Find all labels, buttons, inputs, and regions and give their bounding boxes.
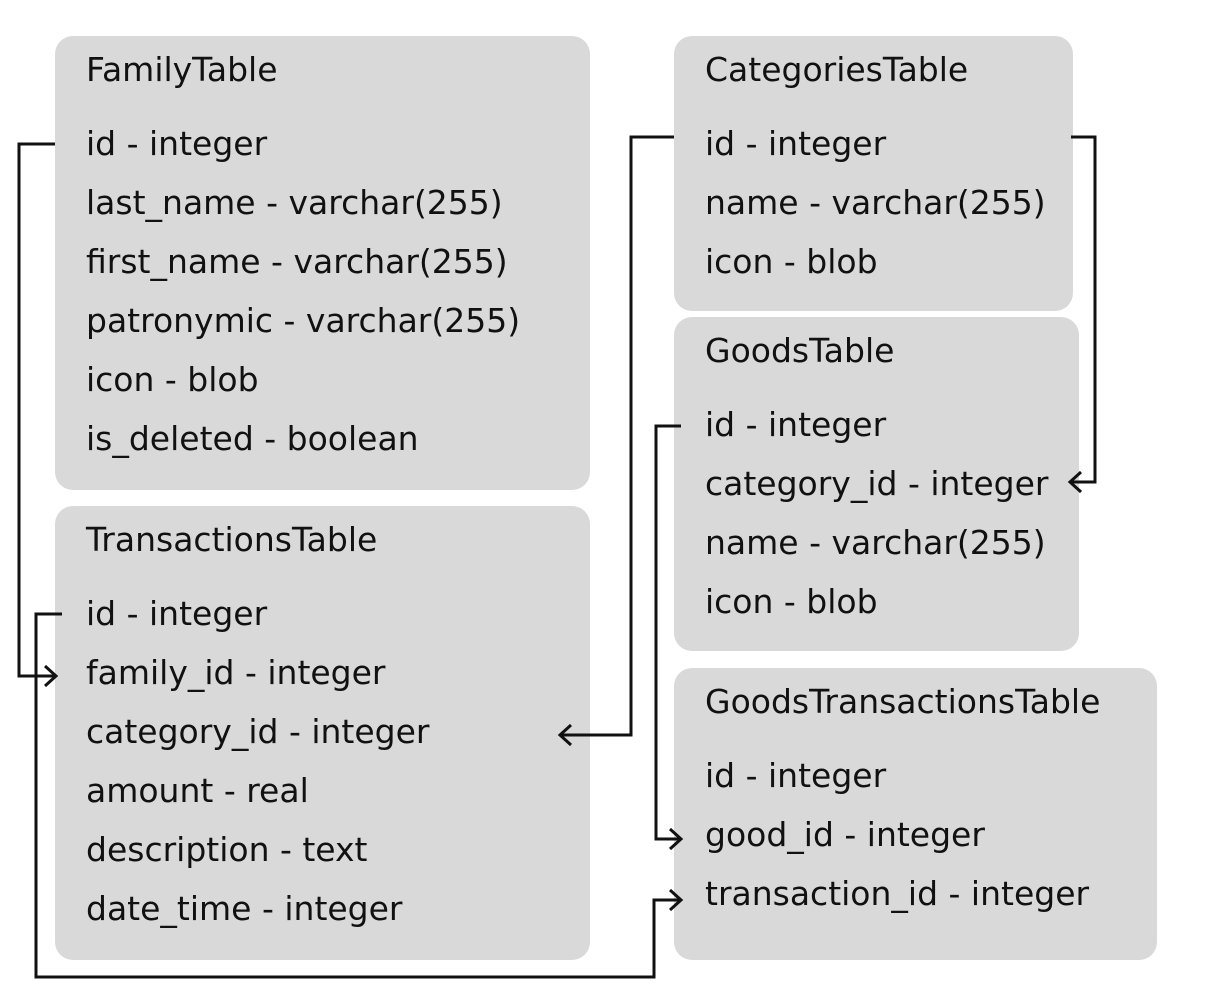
- categories-table: CategoriesTable id - integer name - varc…: [674, 36, 1073, 311]
- field-icon: icon - blob: [705, 242, 878, 281]
- field-first-name: first_name - varchar(255): [86, 242, 508, 281]
- field-amount: amount - real: [86, 771, 309, 810]
- field-id: id - integer: [705, 405, 887, 444]
- field-name: name - varchar(255): [705, 183, 1046, 222]
- field-id: id - integer: [86, 594, 268, 633]
- field-last-name: last_name - varchar(255): [86, 183, 503, 222]
- relation-family-id-line: [17, 142, 56, 678]
- table-title: TransactionsTable: [86, 520, 378, 559]
- field-category-id: category_id - integer: [86, 712, 430, 751]
- table-title: GoodsTable: [705, 331, 895, 370]
- goods-table: GoodsTable id - integer category_id - in…: [674, 317, 1079, 651]
- goods-transactions-table: GoodsTransactionsTable id - integer good…: [674, 668, 1157, 960]
- field-family-id: family_id - integer: [86, 653, 386, 692]
- field-id: id - integer: [705, 756, 887, 795]
- field-is-deleted: is_deleted - boolean: [86, 419, 419, 458]
- field-icon: icon - blob: [86, 360, 259, 399]
- table-title: CategoriesTable: [705, 50, 969, 89]
- field-name: name - varchar(255): [705, 523, 1046, 562]
- field-transaction-id: transaction_id - integer: [705, 874, 1090, 913]
- field-description: description - text: [86, 830, 368, 869]
- table-title: GoodsTransactionsTable: [705, 682, 1101, 721]
- table-title: FamilyTable: [86, 50, 278, 89]
- field-category-id: category_id - integer: [705, 464, 1049, 503]
- field-patronymic: patronymic - varchar(255): [86, 301, 521, 340]
- family-table: FamilyTable id - integer last_name - var…: [55, 36, 590, 490]
- field-good-id: good_id - integer: [705, 815, 985, 854]
- field-id: id - integer: [86, 124, 268, 163]
- transactions-table: TransactionsTable id - integer family_id…: [55, 506, 590, 960]
- field-icon: icon - blob: [705, 582, 878, 621]
- field-date-time: date_time - integer: [86, 889, 403, 928]
- field-id: id - integer: [705, 124, 887, 163]
